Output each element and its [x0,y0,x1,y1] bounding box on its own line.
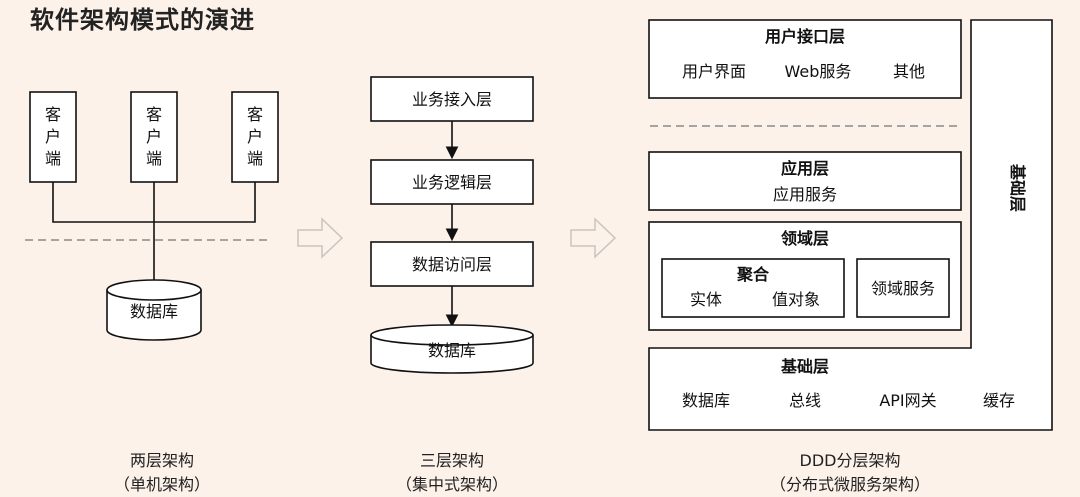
domain-service-box [856,258,950,318]
application-layer-box [648,151,962,211]
ui-item-user-interface: 用户界面 [682,62,746,81]
infrastructure-layer-title: 基础层 [780,357,829,376]
user-interface-layer-title: 用户接口层 [765,27,845,46]
infra-item-api-gateway: API网关 [879,391,936,410]
three-tier-caption-line2: （集中式架构） [396,475,508,494]
application-service-label: 应用服务 [773,185,837,204]
client-1-char-3: 端 [45,149,61,168]
database-cylinder: 数据库 [106,279,202,341]
page-title: 软件架构模式的演进 [30,6,255,34]
aggregate-item-value-object: 值对象 [772,290,820,309]
client-3-char-2: 户 [247,127,263,146]
user-interface-layer-box [648,19,962,99]
infra-item-bus: 总线 [789,391,821,410]
application-layer-title: 应用层 [781,159,829,178]
domain-layer-title: 领域层 [781,229,829,248]
infra-item-database: 数据库 [682,391,730,410]
ui-item-other: 其他 [893,62,925,81]
client-2-char-2: 户 [146,127,162,146]
client-3-char-3: 端 [247,149,263,168]
ddd-caption-line2: （分布式微服务架构） [770,475,930,494]
aggregate-box [661,258,845,318]
ui-item-web-service: Web服务 [785,62,852,81]
layer-box-logic [370,159,534,205]
layer-box-data-access [370,241,534,287]
two-tier-caption-line2: （单机架构） [114,475,210,494]
client-2-char-1: 客 [146,105,162,124]
two-tier-caption-line1: 两层架构 [130,451,194,470]
infrastructure-side-label: 基础层 [1008,163,1027,212]
layer-box-access [370,76,534,122]
database-label: 数据库 [428,341,476,360]
database-label: 数据库 [130,302,178,321]
three-tier-caption-line1: 三层架构 [420,451,484,470]
two-tier-architecture: 客 户 端 客 户 端 客 户 端 数据库 两层架构 （单机架构） [25,91,279,494]
client-3-char-1: 客 [247,105,263,124]
database-cylinder: 数据库 [370,324,534,374]
client-box-3 [231,91,279,183]
infrastructure-layer-box [648,19,1053,431]
aggregate-item-entity: 实体 [690,290,722,309]
infra-item-cache: 缓存 [983,391,1015,410]
evolution-arrow-1 [297,217,344,259]
client-box-2 [130,91,178,183]
layer-label-access: 业务接入层 [412,90,492,109]
layer-label-data-access: 数据访问层 [412,255,492,274]
evolution-arrow-2 [570,217,617,259]
domain-service-label: 领域服务 [871,279,935,298]
ddd-architecture: 用户接口层 用户界面 Web服务 其他 应用层 应用服务 领域层 聚合 实体 值… [648,19,1053,494]
ddd-caption-line1: DDD分层架构 [800,451,901,470]
client-box-1 [29,91,77,183]
client-connector-lines [52,182,256,285]
aggregate-title: 聚合 [736,265,770,284]
client-1-char-1: 客 [45,105,61,124]
layer-label-logic: 业务逻辑层 [412,173,492,192]
three-tier-architecture: 业务接入层 业务逻辑层 数据访问层 数据库 三层架构 （集中式架构） [370,76,534,494]
client-1-char-2: 户 [45,127,61,146]
client-2-char-3: 端 [146,149,162,168]
